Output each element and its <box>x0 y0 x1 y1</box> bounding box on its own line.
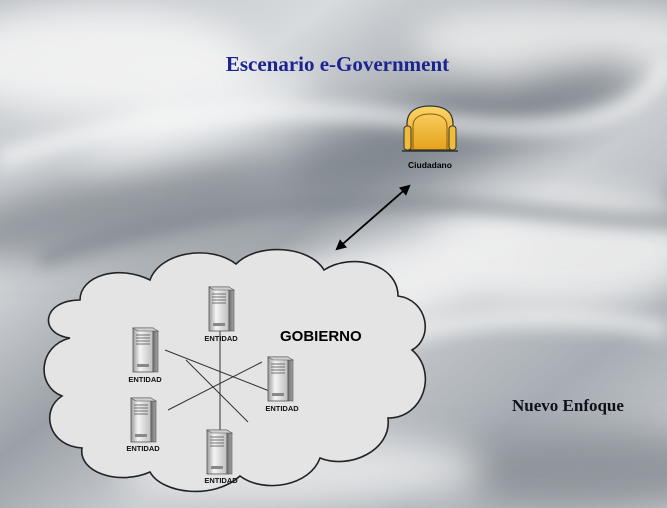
user-chair-icon <box>402 105 458 152</box>
entity-server <box>267 356 294 402</box>
entity-network-lines <box>164 326 273 430</box>
entity-server <box>132 327 159 373</box>
entity-label: ENTIDAD <box>204 334 238 343</box>
double-arrow <box>335 184 411 251</box>
entity-server <box>208 286 235 332</box>
entity-label: ENTIDAD <box>126 444 160 453</box>
slide-subtitle: Nuevo Enfoque <box>512 396 624 415</box>
entity-server <box>206 429 233 475</box>
entity-label: ENTIDAD <box>204 476 238 485</box>
entity-label: ENTIDAD <box>265 404 299 413</box>
entity-server <box>130 397 157 443</box>
entity-label: ENTIDAD <box>128 375 162 384</box>
government-cloud <box>43 248 427 493</box>
slide-title: Escenario e-Government <box>225 52 450 76</box>
government-label: GOBIERNO <box>280 328 362 345</box>
citizen-label: Ciudadano <box>408 160 452 170</box>
